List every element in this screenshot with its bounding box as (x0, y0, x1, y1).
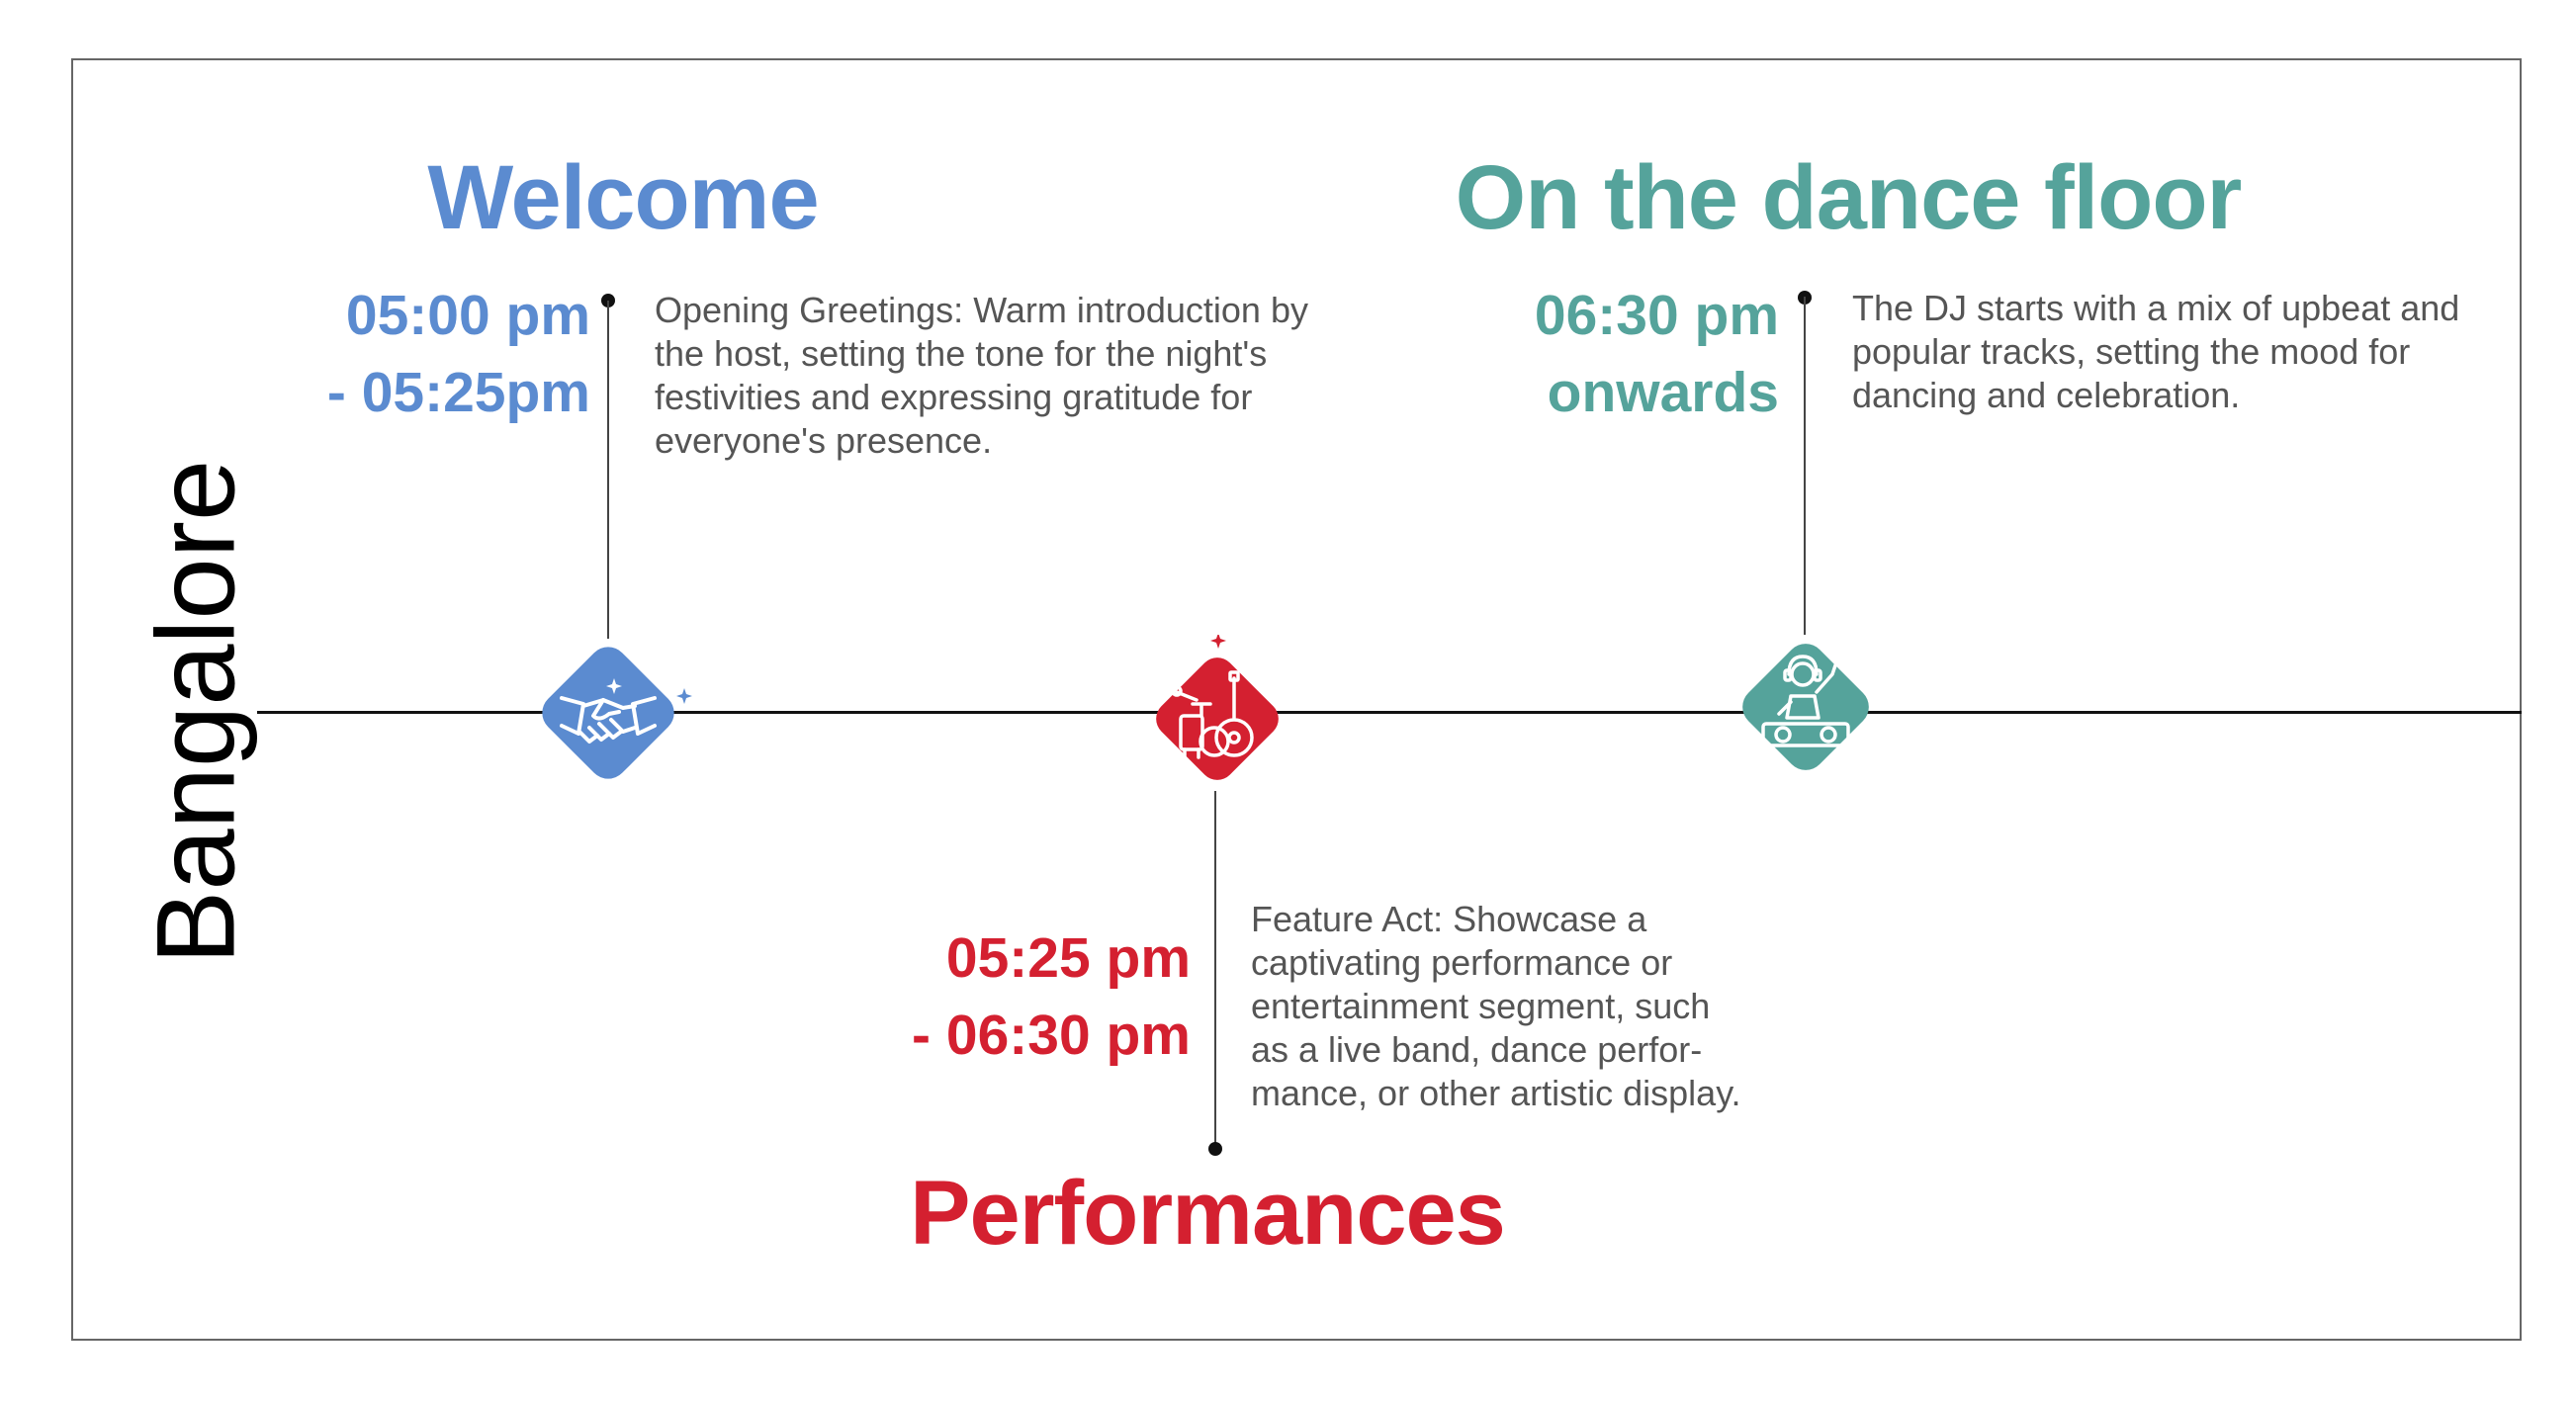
performances-description: Feature Act: Showcase a captivating perf… (1251, 899, 1741, 1113)
welcome-time-start: 05:00 pm (345, 284, 590, 347)
performances-connector-dot (1208, 1142, 1222, 1156)
dance-badge (1722, 623, 1890, 791)
welcome-description: Opening Greetings: Warm introduction by … (655, 290, 1308, 461)
performances-time-start: 05:25 pm (945, 926, 1191, 990)
welcome-heading: Welcome (427, 147, 819, 248)
performances-badge (1133, 635, 1301, 803)
city-label: Bangalore (133, 459, 258, 965)
dance-description: The DJ starts with a mix of upbeat and p… (1852, 288, 2460, 415)
timeline-axis (257, 711, 2522, 714)
performances-heading: Performances (910, 1163, 1506, 1264)
dance-heading: On the dance floor (1455, 147, 2243, 248)
welcome-badge (524, 629, 692, 797)
welcome-time-end: - 05:25pm (326, 361, 590, 424)
handshake-icon (542, 647, 692, 779)
dance-time-start: 06:30 pm (1534, 284, 1779, 347)
dance-connector-line (1804, 297, 1806, 635)
welcome-time: 05:00 pm - 05:25pm (327, 277, 590, 431)
dance-time: 06:30 pm onwards (1535, 277, 1779, 431)
dance-time-end: onwards (1547, 361, 1779, 424)
performances-time-end: - 06:30 pm (912, 1004, 1191, 1067)
performances-connector-line (1214, 791, 1216, 1147)
music-instruments-icon (1156, 635, 1279, 780)
performances-time: 05:25 pm - 06:30 pm (912, 919, 1191, 1074)
welcome-connector-line (607, 301, 609, 639)
timeline-frame (71, 58, 2522, 1341)
dj-icon (1742, 644, 1869, 770)
